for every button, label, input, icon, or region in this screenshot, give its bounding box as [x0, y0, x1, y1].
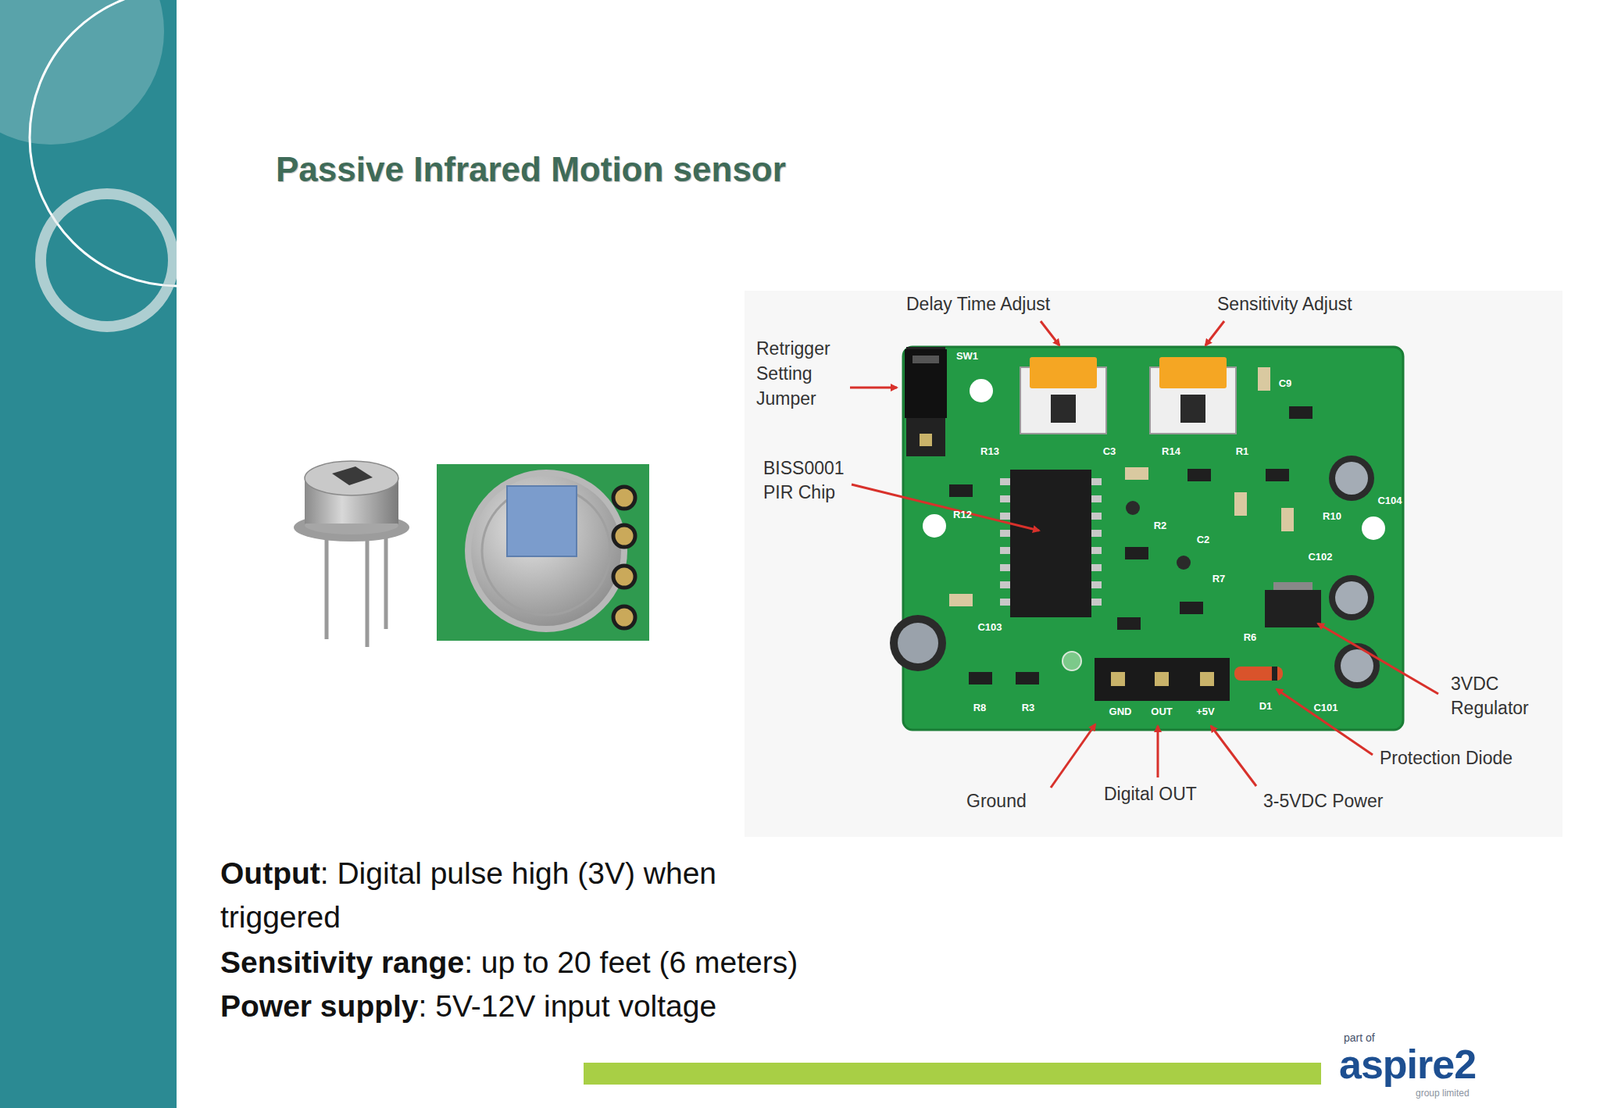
callout-label: Sensitivity Adjust [1217, 292, 1353, 315]
silkscreen-label: C3 [1103, 445, 1117, 458]
silkscreen-label: SW1 [956, 350, 979, 362]
silkscreen-label: R13 [980, 445, 1000, 458]
silkscreen-label: R8 [973, 701, 987, 714]
silkscreen-label: C2 [1196, 533, 1211, 546]
silkscreen-label: R2 [1153, 519, 1168, 532]
silkscreen-label: C9 [1278, 377, 1293, 390]
spec-value: : 5V-12V input voltage [418, 989, 718, 1023]
photo-ground [744, 290, 1563, 837]
callout-label: 3VDC Regulator [1450, 671, 1529, 721]
silkscreen-label: D1 [1259, 700, 1273, 712]
band-decoration [0, 0, 177, 327]
silkscreen-label: C103 [977, 621, 1002, 633]
silkscreen-label: R3 [1021, 701, 1036, 714]
silkscreen-label: R10 [1322, 510, 1342, 522]
callout-label: Protection Diode [1379, 746, 1513, 769]
spec-line: Output: Digital pulse high (3V) when tri… [220, 851, 838, 940]
callout-label: Delay Time Adjust [906, 292, 1050, 315]
footer-bar [583, 1062, 1322, 1085]
silkscreen-label: R7 [1212, 572, 1226, 585]
slide-title: Passive Infrared Motion sensor [275, 150, 786, 190]
silkscreen-label: +5V [1196, 705, 1215, 718]
callout-label: Digital OUT [1103, 782, 1197, 805]
silkscreen-label: R14 [1161, 445, 1181, 458]
pcb-board [889, 346, 1404, 730]
spec-value: : up to 20 feet (6 meters) [464, 945, 798, 979]
silkscreen-label: R12 [953, 508, 972, 521]
spec-line: Power supply: 5V-12V input voltage [220, 984, 717, 1029]
silkscreen-label: GND [1109, 705, 1133, 718]
callout-label: Retrigger Setting Jumper [756, 335, 831, 411]
silkscreen-label: OUT [1150, 705, 1172, 718]
pir-sensor-photo [436, 464, 650, 641]
silkscreen-label: R6 [1243, 631, 1258, 643]
silkscreen-label: C101 [1313, 701, 1338, 714]
callout-label: Ground [966, 789, 1027, 812]
callout-label: 3-5VDC Power [1263, 789, 1383, 812]
spec-line: Sensitivity range: up to 20 feet (6 mete… [220, 940, 798, 985]
logo-small-text: group limited [1415, 1087, 1470, 1099]
spec-key: Power supply [220, 989, 419, 1023]
silkscreen-label: C104 [1377, 494, 1402, 507]
silkscreen-label: R1 [1235, 445, 1250, 458]
side-band [0, 0, 177, 1108]
logo-wordmark: aspire2 [1339, 1042, 1476, 1086]
pir-sensor-can [293, 460, 410, 647]
callout-label: BISS0001 PIR Chip [763, 456, 861, 505]
leader-arrows [850, 321, 1439, 788]
spec-key: Output [220, 856, 321, 890]
spec-key: Sensitivity range [220, 945, 465, 979]
silkscreen-label: C102 [1307, 550, 1333, 563]
